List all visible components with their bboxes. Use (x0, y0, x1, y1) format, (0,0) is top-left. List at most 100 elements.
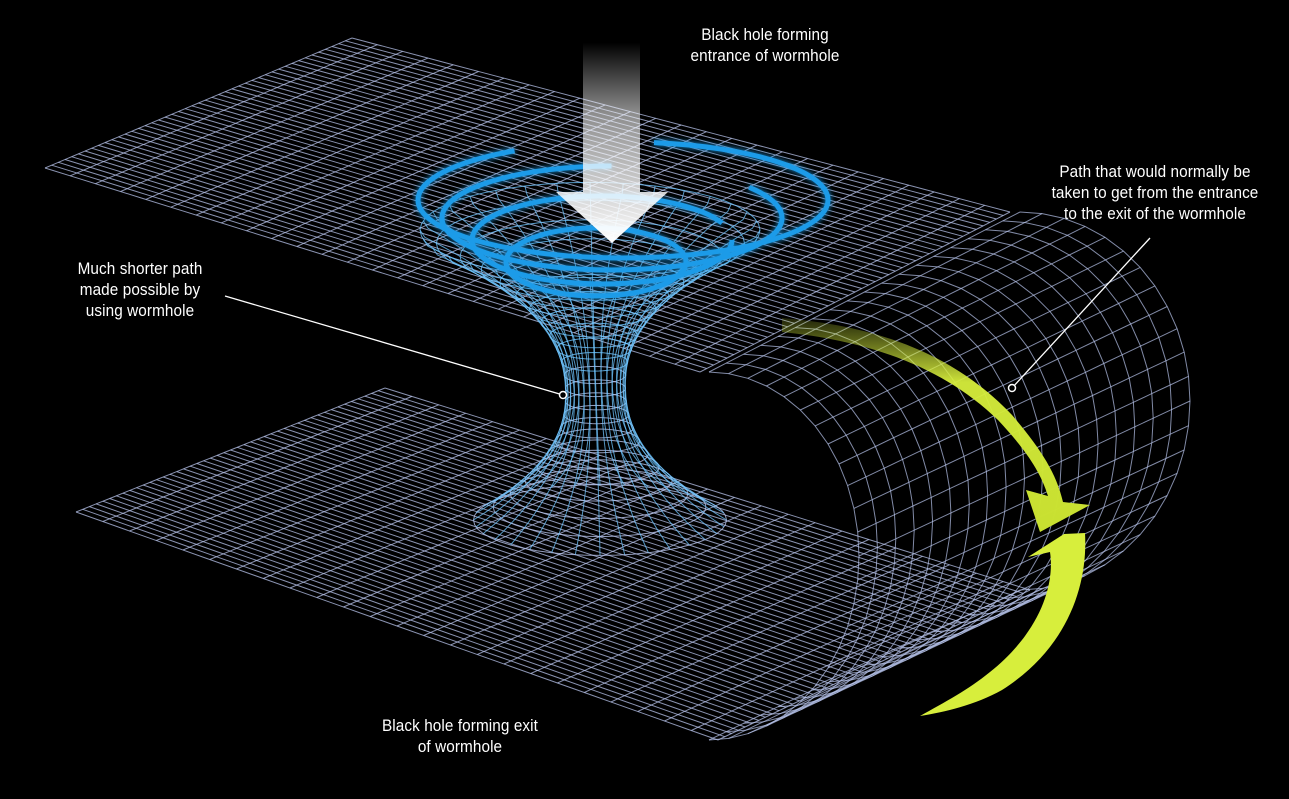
fold-gridline (708, 589, 1021, 741)
fold-gridline (847, 472, 1178, 627)
upper-sheet-gridline (296, 104, 606, 247)
normal-path-marker (1007, 383, 1017, 393)
normal-path-arrow-lower (920, 533, 1086, 716)
fold-gridline (747, 583, 1065, 735)
fold-gridline (747, 217, 1065, 379)
throat-meridian-gridline (619, 203, 732, 501)
upper-sheet-gridline (699, 211, 1011, 373)
upper-sheet-gridline (70, 44, 378, 177)
upper-sheet-gridline (120, 57, 429, 192)
throat-meridian-gridline (600, 183, 626, 486)
exit-label-line: of wormhole (417, 737, 503, 756)
throat-meridian-gridline (448, 203, 572, 501)
shorter-path-label-line: Much shorter path (77, 259, 203, 278)
fold-gridline (827, 515, 1156, 669)
lower-sheet-gridline (102, 395, 413, 522)
shorter-path-label-line: made possible by (79, 280, 201, 299)
lower-sheet-gridline (503, 522, 816, 665)
throat-meridian-gridline (469, 263, 575, 546)
fold-gridline (857, 375, 1189, 533)
normal-path-leader-line (1011, 237, 1151, 389)
exit-label-line: Black hole forming exit (381, 716, 538, 735)
upper-sheet-gridline (221, 84, 530, 224)
exit-label: Black hole forming exit of wormhole (352, 715, 568, 757)
fold-gridline (838, 306, 1168, 465)
fold-gridline (800, 250, 1124, 411)
lower-sheet-gridline (637, 564, 950, 712)
throat-meridian-gridline (589, 182, 601, 485)
upper-sheet-gridline (422, 137, 732, 287)
fold-gridline (728, 213, 1043, 375)
entrance-glow-ring (415, 139, 831, 261)
throat-meridian-gridline (469, 196, 575, 496)
shorter-path-marker (558, 390, 568, 400)
throat-meridian-gridline (432, 247, 569, 534)
upper-sheet-gridline (674, 204, 985, 365)
shorter-path-label-line: using wormhole (85, 301, 195, 320)
fold-gridline (708, 211, 1021, 373)
throat-meridian-gridline (495, 269, 580, 550)
lower-sheet-gridline (75, 387, 386, 513)
lower-sheet-gridline (450, 505, 762, 646)
throat-meridian-gridline (495, 190, 580, 491)
fold-gridline (766, 575, 1086, 727)
throat-meridian-gridline (419, 229, 567, 521)
normal-path-arrow-upper (782, 318, 1090, 532)
lower-sheet-gridline (557, 539, 870, 684)
shorter-path-label: Much shorter path made possible by using… (41, 258, 239, 321)
normal-path-label-line: to the exit of the wormhole (1064, 204, 1246, 223)
upper-sheet-gridline (397, 131, 707, 279)
normal-path-label-line: taken to get from the entrance (1051, 183, 1259, 202)
fold-gridline (766, 225, 1086, 387)
lower-sheet-gridline (209, 429, 520, 560)
fold-gridline (814, 266, 1141, 427)
lower-sheet-gridline (343, 471, 654, 608)
throat-meridian-gridline (589, 277, 601, 556)
entrance-label-line: entrance of wormhole (690, 46, 840, 65)
lower-sheet-gridline (691, 581, 1004, 731)
lower-sheet-gridline (263, 446, 574, 579)
throat-meridian-gridline (606, 185, 656, 488)
lower-sheet-gridline (156, 412, 466, 541)
lower-sheet-gridline (423, 496, 735, 636)
lower-sheet-gridline (236, 438, 547, 570)
lower-sheet-gridline (530, 530, 843, 674)
wormhole-throat (419, 181, 761, 556)
throat-meridian-gridline (448, 256, 572, 541)
upper-sheet-gridline (624, 191, 935, 349)
upper-sheet-gridline (246, 91, 555, 232)
fold-gridline (827, 285, 1156, 445)
shorter-path-leader-line (224, 295, 564, 396)
entrance-arrow (556, 42, 668, 243)
upper-sheet-gridline (145, 64, 454, 200)
throat-meridian-gridline (556, 183, 591, 486)
entrance-glow-ring (439, 163, 785, 273)
upper-sheet-gridline (321, 111, 631, 255)
fold-gridline (857, 425, 1189, 581)
lower-sheet-gridline (717, 589, 1031, 741)
lower-sheet-gridline (182, 421, 493, 551)
fold-gridline (728, 587, 1043, 739)
upper-sheet-gridline (271, 97, 581, 240)
upper-sheet-gridline (195, 77, 505, 216)
fold-gridline (838, 495, 1168, 649)
lower-sheet-gridline (129, 404, 439, 532)
upper-sheet-gridline (95, 50, 403, 185)
fold-gridline (783, 236, 1106, 398)
lower-sheet-gridline (610, 555, 923, 703)
lower-sheet-gridline (316, 463, 628, 598)
entrance-label: Black hole forming entrance of wormhole (653, 24, 878, 66)
upper-sheet-gridline (649, 198, 960, 357)
normal-path-label: Path that would normally be taken to get… (1025, 161, 1286, 224)
fold-gridline (853, 449, 1185, 605)
normal-path-label-line: Path that would normally be (1059, 162, 1251, 181)
lower-sheet-gridline (584, 547, 896, 693)
throat-meridian-gridline (524, 273, 585, 553)
fold-gridline (847, 328, 1178, 487)
upper-sheet-gridline (170, 71, 479, 208)
lower-sheet-gridline (477, 513, 789, 655)
lower-sheet-gridline (664, 572, 977, 722)
fold-gridline (858, 400, 1191, 557)
entrance-label-line: Black hole forming (701, 25, 829, 44)
